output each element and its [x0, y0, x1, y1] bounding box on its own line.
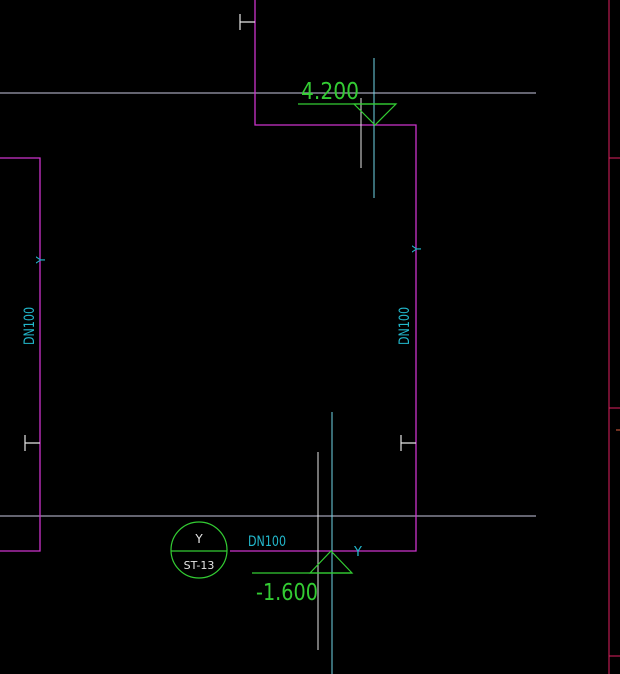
drawing-frame [608, 0, 620, 674]
pipe-code-bottom: Y [353, 545, 362, 560]
elevation-bottom-label: -1.600 [256, 580, 318, 606]
axis-marks [317, 58, 375, 674]
elevation-marker-top [298, 103, 398, 126]
elevation-bottom-triangle-icon [308, 550, 354, 574]
pipe-left-riser [0, 157, 41, 552]
pipe-code-left: Y [34, 256, 48, 265]
pipe-size-right: DN100 [397, 307, 413, 345]
riser-tag[interactable]: Y ST-13 [170, 521, 228, 579]
pipe-code-right: Y [410, 245, 424, 254]
riser-tag-code: Y [194, 532, 203, 546]
pipe-end-caps [24, 14, 416, 451]
pipe-size-left: DN100 [22, 307, 38, 345]
elevation-top-triangle-icon [352, 103, 398, 126]
pipe-network [0, 0, 417, 552]
end-cap-right-icon [400, 435, 416, 451]
riser-tag-circle [170, 521, 228, 579]
end-cap-left-icon [24, 435, 40, 451]
elevation-top-label: 4.200 [301, 79, 359, 105]
end-cap-top-icon [239, 14, 255, 30]
pipe-size-bottom: DN100 [248, 534, 286, 550]
elevation-marker-bottom [252, 550, 354, 574]
pipe-top-riser [254, 0, 417, 552]
riser-tag-number: ST-13 [184, 559, 215, 572]
